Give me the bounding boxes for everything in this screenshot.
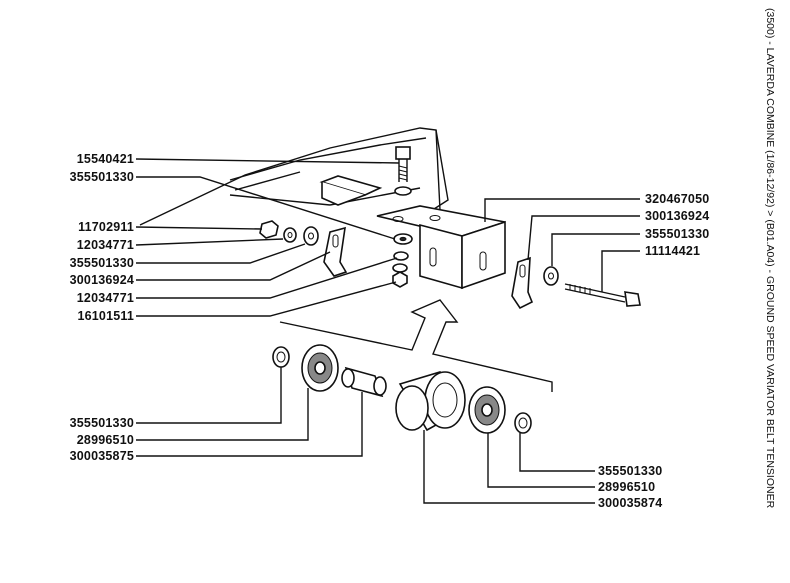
part-number-label[interactable]: 11702911 xyxy=(78,220,134,234)
left-small-parts xyxy=(259,220,348,277)
part-number-label[interactable]: 300136924 xyxy=(645,209,710,223)
right-small-parts xyxy=(511,256,641,310)
part-number-label[interactable]: 12034771 xyxy=(76,291,134,305)
tensioner-bracket xyxy=(376,205,506,290)
part-number-label[interactable]: 355501330 xyxy=(69,170,134,184)
part-number-label[interactable]: 355501330 xyxy=(69,256,134,270)
chassis-bracket xyxy=(319,175,383,206)
part-number-label[interactable]: 11114421 xyxy=(645,244,701,258)
part-number-label[interactable]: 28996510 xyxy=(76,433,134,447)
assembly-arrow xyxy=(279,299,553,392)
pulley-assembly xyxy=(272,344,532,434)
part-number-label[interactable]: 15540421 xyxy=(76,152,134,166)
part-number-label[interactable]: 300035875 xyxy=(69,449,134,463)
part-number-label[interactable]: 28996510 xyxy=(598,480,656,494)
part-number-label[interactable]: 355501330 xyxy=(69,416,134,430)
part-number-label[interactable]: 355501330 xyxy=(598,464,663,478)
bolt-top xyxy=(394,146,412,196)
part-number-label[interactable]: 300136924 xyxy=(69,273,134,287)
part-number-label[interactable]: 12034771 xyxy=(76,238,134,252)
diagram-title: (3500) - LAVERDA COMBINE (1/86-12/92) > … xyxy=(764,8,776,509)
part-number-label[interactable]: 355501330 xyxy=(645,227,710,241)
leader-lines-left xyxy=(135,158,400,457)
washer-stack xyxy=(392,233,413,288)
part-number-label[interactable]: 320467050 xyxy=(645,192,710,206)
part-number-label[interactable]: 16101511 xyxy=(77,309,134,323)
part-number-label[interactable]: 300035874 xyxy=(598,496,663,510)
leader-lines-right xyxy=(423,198,640,504)
